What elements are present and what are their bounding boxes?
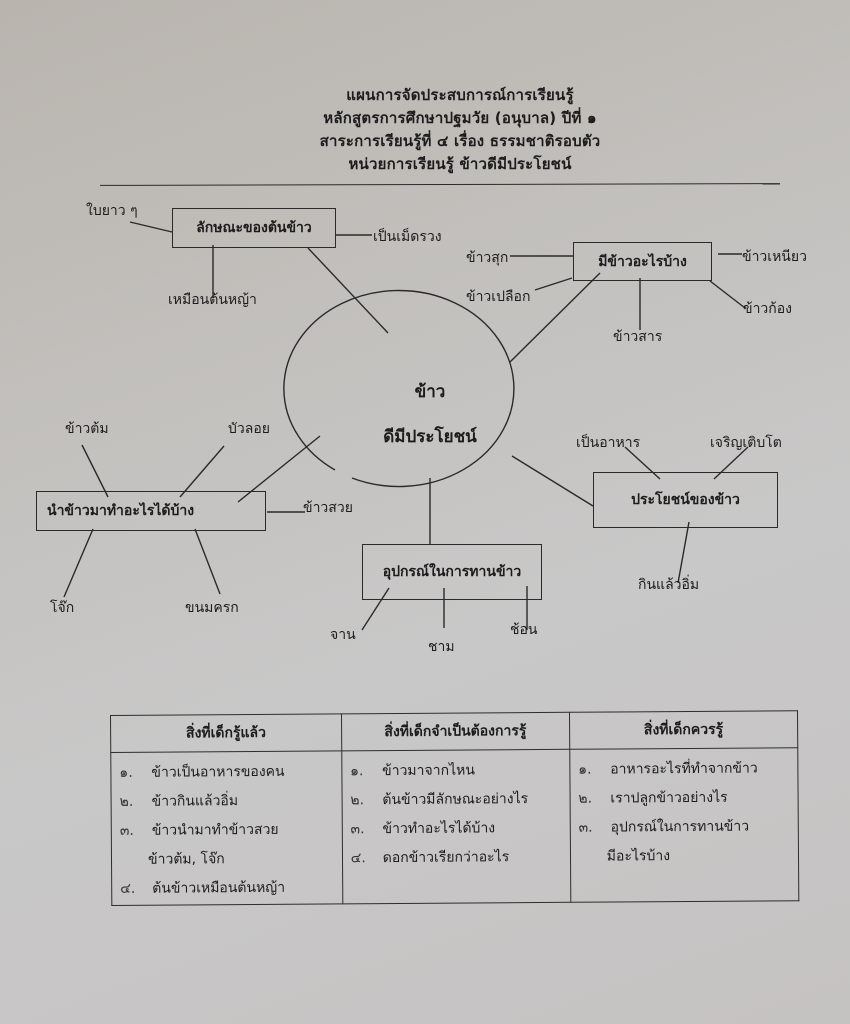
item-text: ข้าวกินแล้วอิ่ม	[151, 793, 239, 810]
center-ellipse	[283, 289, 515, 488]
box-rice-benefits-title: ประโยชน์ของข้าว	[631, 492, 740, 508]
item-number: ๓.	[578, 819, 593, 836]
item-number: ๑.	[578, 761, 592, 778]
box-rice-benefits: ประโยชน์ของข้าว	[593, 472, 778, 528]
item-text: ดอกข้าวเรียกว่าอะไร	[382, 849, 510, 867]
connector-leaf	[361, 587, 390, 631]
leaf-khanom-khrok: ขนมครก	[185, 600, 239, 616]
leaf-is-food: เป็นอาหาร	[576, 435, 641, 451]
list-item: ๓. ข้าวนำมาทำข้าวสวย	[120, 815, 334, 845]
list-item-continuation: มีอะไรบ้าง	[606, 848, 671, 865]
list-item: ๓. อุปกรณ์ในการทานข้าว	[578, 812, 789, 842]
list-item: ๓. ข้าวทำอะไรได้บ้าง	[350, 814, 561, 844]
box-characteristics-title: ลักษณะของต้นข้าว	[196, 220, 312, 236]
item-text: ข้าวนำมาทำข้าวสวย	[151, 821, 279, 839]
leaf-cooked-rice: ข้าวสุก	[466, 250, 509, 266]
item-number: ๒.	[350, 792, 365, 809]
leaf-milled-rice: ข้าวสาร	[613, 329, 663, 345]
leaf-like-grass: เหมือนต้นหญ้า	[168, 292, 257, 308]
item-number: ๓.	[350, 821, 365, 838]
leaf-bua-loy: บัวลอย	[228, 421, 270, 437]
item-number: ๓.	[119, 822, 134, 839]
connector-leaf	[713, 446, 749, 480]
connector-leaf	[81, 444, 109, 498]
item-text: อาหารอะไรที่ทำจากข้าว	[610, 760, 758, 778]
list-item: ๒. เราปลูกข้าวอย่างไร	[578, 783, 789, 813]
item-text: ต้นข้าวเหมือนต้นหญ้า	[152, 879, 286, 897]
table-row: ๑. ข้าวเป็นอาหารของคน ๒. ข้าวกินแล้วอิ่ม ๓…	[110, 747, 799, 906]
center-title-line-1: ข้าว	[414, 382, 446, 402]
box-eating-utensils-title: อุปกรณ์ในการทานข้าว	[382, 564, 522, 580]
box-rice-types: มีข้าวอะไรบ้าง	[573, 242, 712, 281]
header-already-know: สิ่งที่เด็กรู้แล้ว	[110, 713, 342, 753]
leaf-plate: จาน	[330, 627, 356, 643]
header-line-1: แผนการจัดประสบการณ์การเรียนรู้	[346, 86, 574, 104]
item-text: ข้าวเป็นอาหารของคน	[151, 763, 285, 781]
list-item: ๑. ข้าวมาจากไหน	[350, 756, 561, 786]
box-eating-utensils: อุปกรณ์ในการทานข้าว	[362, 544, 542, 600]
connector-leaf	[709, 280, 746, 309]
column-already-know: ๑. ข้าวเป็นอาหารของคน ๒. ข้าวกินแล้วอิ่ม ๓…	[110, 750, 343, 906]
header-should-know: สิ่งที่เด็กควรรู้	[569, 710, 798, 750]
connector-characteristics-center	[307, 247, 389, 334]
header-line-4: หน่วยการเรียนรู้ ข้าวดีมีประโยชน์	[348, 155, 572, 173]
leaf-paddy-rice: ข้าวเปลือก	[466, 289, 531, 305]
learning-table: สิ่งที่เด็กรู้แล้ว สิ่งที่เด็กจำเป็นต้อง…	[110, 710, 799, 906]
leaf-steamed-rice: ข้าวสวย	[303, 500, 353, 516]
item-text: ข้าวทำอะไรได้บ้าง	[382, 820, 496, 838]
header-line-3: สาระการเรียนรู้ที่ ๔ เรื่อง ธรรมชาติรอบต…	[319, 132, 601, 150]
list-item: ๑. อาหารอะไรที่ทำจากข้าว	[578, 754, 789, 784]
leaf-grow-up: เจริญเติบโต	[710, 435, 782, 451]
list-item: ๔. ดอกข้าวเรียกว่าอะไร	[351, 843, 562, 873]
connector-leaf	[534, 277, 573, 291]
item-text: ต้นข้าวมีลักษณะอย่างไร	[382, 791, 529, 809]
table-header-row: สิ่งที่เด็กรู้แล้ว สิ่งที่เด็กจำเป็นต้อง…	[110, 710, 798, 753]
connector-leaf	[129, 221, 173, 233]
column-should-know: ๑. อาหารอะไรที่ทำจากข้าว ๒. เราปลูกข้าวอย่…	[569, 747, 799, 903]
box-rice-uses: นำข้าวมาทำอะไรได้บ้าง	[36, 491, 266, 531]
connector-leaf	[63, 528, 94, 598]
connector-types-center	[509, 272, 601, 363]
item-number: ๒.	[119, 793, 134, 810]
list-item-continuation: ข้าวต้ม, โจ๊ก	[147, 851, 225, 868]
connector-leaf	[677, 521, 690, 584]
list-item: ๒. ข้าวกินแล้วอิ่ม	[120, 786, 334, 816]
item-text: ข้าวมาจากไหน	[382, 762, 475, 780]
connector-leaf	[194, 528, 221, 595]
item-number: ๒.	[578, 790, 593, 807]
leaf-brown-rice: ข้าวก้อง	[743, 301, 793, 317]
connector-leaf	[179, 445, 225, 498]
item-number: ๔.	[120, 880, 136, 897]
item-number: ๑.	[119, 764, 133, 781]
box-characteristics: ลักษณะของต้นข้าว	[172, 208, 336, 248]
list-item: ๔. ต้นข้าวเหมือนต้นหญ้า	[120, 873, 334, 903]
box-rice-uses-title: นำข้าวมาทำอะไรได้บ้าง	[47, 503, 195, 519]
item-text: เราปลูกข้าวอย่างไร	[610, 789, 728, 807]
leaf-spoon: ช้อน	[510, 622, 538, 638]
list-item: ๑. ข้าวเป็นอาหารของคน	[119, 757, 333, 787]
leaf-grain-clusters: เป็นเม็ดรวง	[373, 229, 442, 245]
item-text: อุปกรณ์ในการทานข้าว	[610, 818, 750, 836]
column-need-to-know: ๑.ข้าวมาจากไหน ๒.ต้นข้าวมีลักษณะอย่างไร …	[341, 749, 571, 904]
center-title-line-2: ดีมีประโยชน์	[383, 427, 477, 447]
list-item: ๒. ต้นข้าวมีลักษณะอย่างไร	[350, 785, 561, 815]
document-header: แผนการจัดประสบการณ์การเรียนรู้ หลักสูตรก…	[260, 84, 660, 176]
leaf-congee: โจ๊ก	[50, 600, 75, 616]
connector-benefits-center	[511, 455, 594, 507]
leaf-rice-porridge: ข้าวต้ม	[65, 421, 109, 437]
header-need-to-know: สิ่งที่เด็กจำเป็นต้องการรู้	[341, 712, 570, 751]
leaf-sticky-rice: ข้าวเหนียว	[742, 249, 807, 265]
leaf-full-after-eating: กินแล้วอิ่ม	[638, 577, 700, 593]
header-line-2: หลักสูตรการศึกษาปฐมวัย (อนุบาล) ปีที่ ๑	[323, 109, 597, 127]
connector-leaf	[624, 446, 661, 480]
box-rice-types-title: มีข้าวอะไรบ้าง	[598, 253, 687, 270]
leaf-bowl: ชาม	[428, 639, 455, 655]
leaf-long-leaves: ใบยาว ๆ	[86, 203, 138, 219]
item-number: ๔.	[350, 850, 366, 867]
item-number: ๑.	[350, 763, 364, 780]
